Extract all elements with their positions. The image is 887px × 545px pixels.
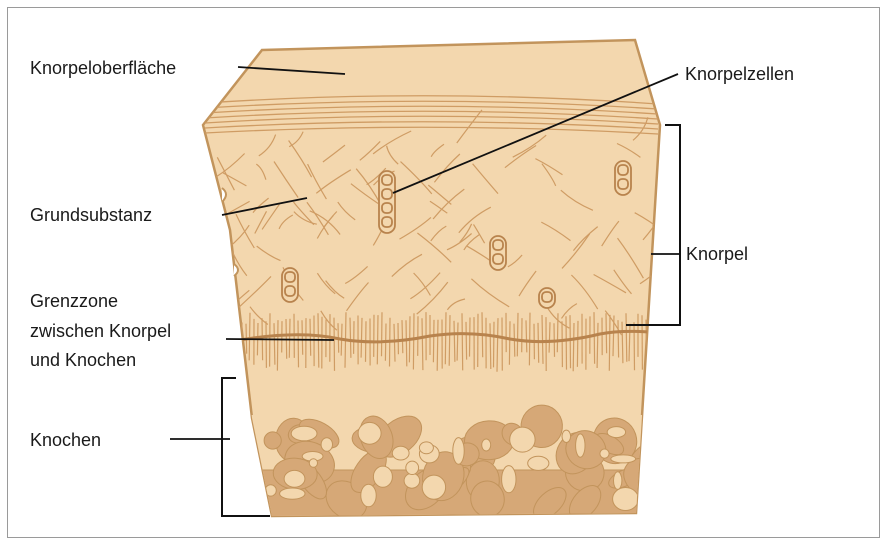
- marrow-space: [373, 466, 392, 487]
- marrow-space: [607, 427, 625, 438]
- border-tick: [377, 315, 378, 364]
- marrow-space: [614, 472, 622, 490]
- border-tick: [277, 320, 278, 371]
- border-tick: [509, 321, 510, 365]
- chondrocyte: [542, 292, 552, 302]
- marrow-space: [321, 438, 332, 452]
- label-border-zone-3: und Knochen: [30, 350, 136, 370]
- marrow-space: [280, 488, 305, 499]
- marrow-space: [502, 466, 516, 493]
- label-surface: Knorpeloberfläche: [30, 58, 176, 78]
- marrow-space: [309, 459, 317, 468]
- marrow-space: [576, 434, 585, 457]
- border-tick: [634, 322, 635, 370]
- label-cells: Knorpelzellen: [685, 64, 794, 84]
- chondrocyte: [382, 175, 392, 185]
- chondrocyte: [618, 165, 628, 175]
- border-tick: [433, 320, 434, 362]
- border-tick: [289, 319, 290, 358]
- chondrocyte: [493, 254, 503, 264]
- border-tick: [594, 312, 595, 364]
- chondrocyte: [493, 240, 503, 250]
- marrow-space: [422, 475, 445, 499]
- label-matrix: Grundsubstanz: [30, 205, 152, 225]
- border-tick: [573, 323, 574, 371]
- border-tick: [470, 318, 471, 357]
- border-tick: [402, 320, 403, 353]
- marrow-space: [562, 430, 571, 442]
- marrow-space: [510, 427, 535, 452]
- marrow-space: [291, 426, 317, 441]
- label-border-zone-1: Grenzzone: [30, 291, 118, 311]
- chondrocyte: [382, 189, 392, 199]
- marrow-space: [361, 484, 376, 507]
- border-tick: [649, 320, 650, 367]
- marrow-space: [453, 438, 464, 465]
- border-tick: [445, 312, 446, 364]
- marrow-space: [404, 473, 420, 488]
- border-tick: [462, 313, 463, 370]
- marrow-space: [482, 439, 491, 451]
- border-tick: [609, 315, 610, 371]
- chondrocyte: [285, 272, 295, 282]
- border-tick: [249, 313, 250, 361]
- trabecula: [264, 431, 282, 449]
- border-tick: [494, 322, 495, 368]
- border-tick: [334, 318, 335, 371]
- border-tick: [437, 320, 438, 371]
- marrow-space: [419, 442, 433, 454]
- marrow-space: [406, 461, 419, 474]
- marrow-space: [392, 446, 409, 460]
- border-tick: [413, 313, 414, 369]
- border-tick: [517, 313, 518, 357]
- label-border-zone-2: zwischen Knorpel: [30, 321, 171, 341]
- border-tick: [557, 313, 558, 352]
- marrow-space: [611, 455, 636, 463]
- marrow-space: [600, 449, 609, 458]
- border-tick: [626, 313, 627, 361]
- border-tick: [490, 323, 491, 369]
- border-tick: [302, 320, 303, 354]
- border-tick: [577, 321, 578, 367]
- label-bone: Knochen: [30, 430, 101, 450]
- border-tick: [529, 313, 530, 366]
- chondrocyte: [382, 217, 392, 227]
- chondrocyte: [285, 286, 295, 296]
- chondrocyte: [382, 203, 392, 213]
- border-tick: [570, 315, 571, 368]
- border-tick: [566, 316, 567, 369]
- border-tick: [618, 320, 619, 357]
- chondrocyte: [618, 179, 628, 189]
- border-tick: [653, 321, 654, 367]
- border-tick: [406, 320, 407, 366]
- marrow-space: [284, 470, 305, 487]
- border-tick: [382, 312, 383, 356]
- marrow-space: [613, 488, 639, 511]
- marrow-space: [528, 456, 549, 470]
- border-tick: [298, 321, 299, 368]
- border-tick: [310, 319, 311, 356]
- label-cartilage: Knorpel: [686, 244, 748, 264]
- border-tick: [449, 315, 450, 366]
- border-tick: [466, 322, 467, 360]
- border-tick: [526, 320, 527, 352]
- marrow-space: [358, 422, 381, 444]
